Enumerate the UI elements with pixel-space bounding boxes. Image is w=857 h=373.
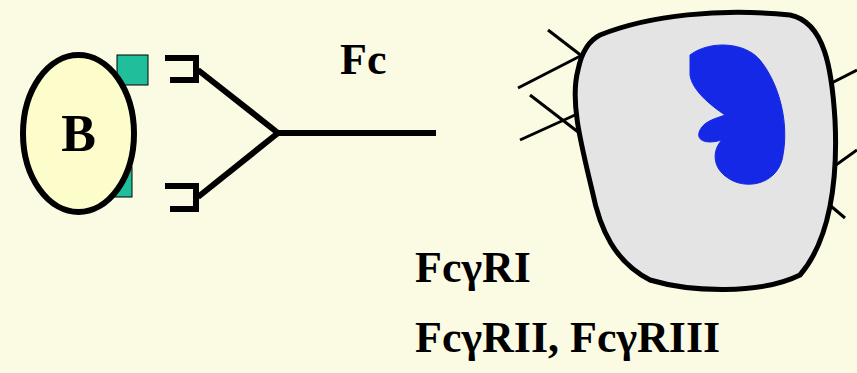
receptor-label: FcγRI: [415, 246, 531, 290]
antibody: [165, 58, 436, 209]
nucleus: [690, 45, 785, 184]
b-cell: B: [20, 52, 137, 215]
receptor-label: FcγRII, FcγRIII: [415, 316, 720, 360]
cell-label: B: [61, 104, 96, 163]
fc-label: Fc: [340, 38, 386, 82]
effector-cell: [575, 12, 835, 289]
